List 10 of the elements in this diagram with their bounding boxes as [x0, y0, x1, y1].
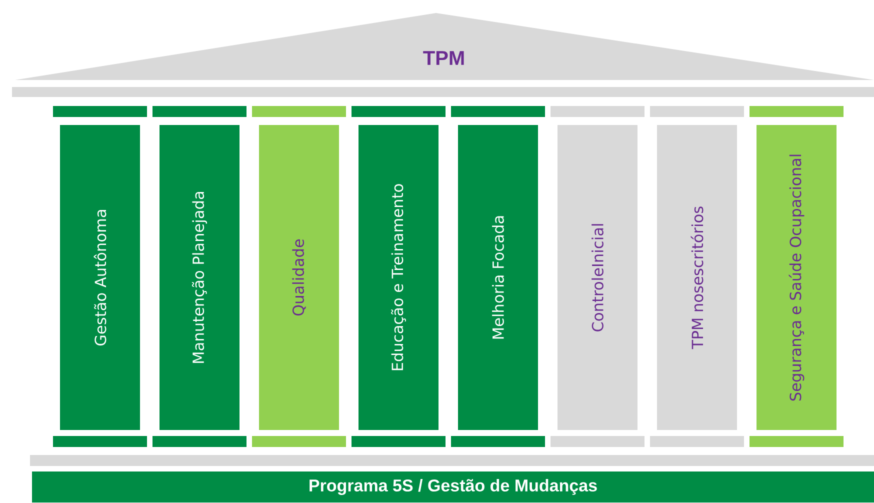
pillar: Educação e Treinamento — [358, 125, 438, 430]
pillar: Melhoria Focada — [458, 125, 538, 430]
base-bar: Programa 5S / Gestão de Mudanças — [32, 472, 874, 502]
pillar: TPM nosescritórios — [657, 125, 738, 430]
pillar: Manutenção Planejada — [160, 125, 240, 430]
pillar: Gestão Autônoma — [60, 125, 140, 430]
pillar: Qualidade — [259, 125, 339, 430]
pillar: ControleInicial — [558, 125, 638, 430]
roof-triangle: TPM — [15, 13, 874, 80]
pillar: Segurança e Saúde Ocupacional — [756, 125, 837, 430]
